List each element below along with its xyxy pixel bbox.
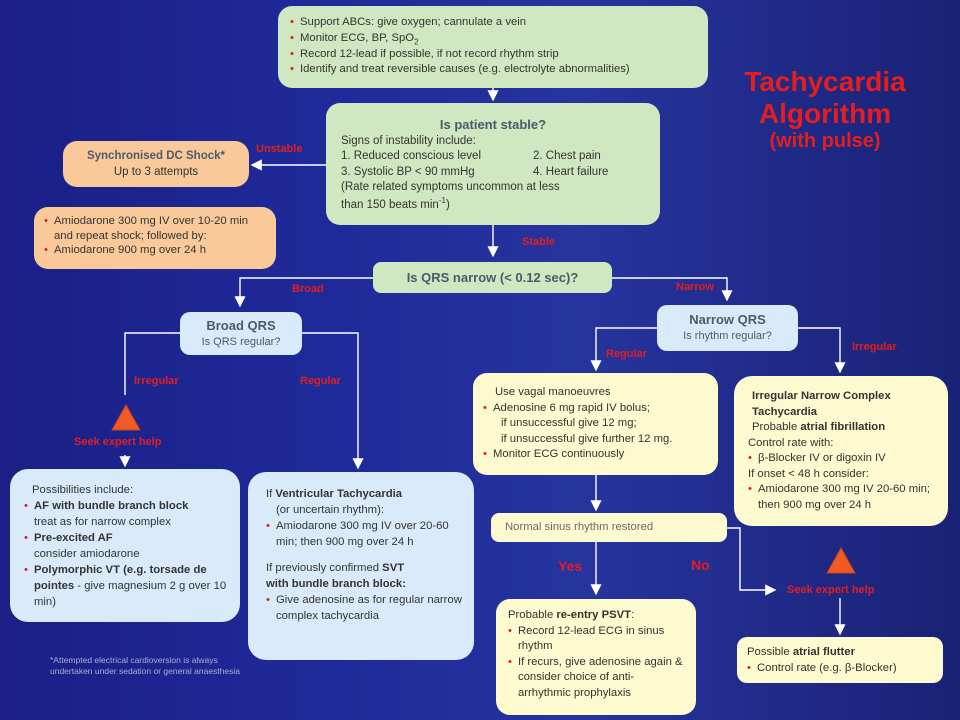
atrial-flutter-box: Possible atrial flutter Control rate (e.… [737,637,943,683]
monitor-ecg-item: Monitor ECG continuously [483,447,710,463]
sinus-rhythm-text: Normal sinus rhythm restored [505,521,654,533]
psvt-recurs-item: If recurs, give adenosine again & consid… [508,655,686,702]
title-line-1: Tachycardia [744,66,906,97]
narrow-qrs-title: Narrow QRS [689,312,766,327]
title-line-2: Algorithm [758,98,892,130]
label-narrow: Narrow [676,281,714,293]
initial-actions-box: Support ABCs: give oxygen; cannulate a v… [278,6,708,88]
patient-stable-title: Is patient stable? [439,117,547,132]
dc-shock-title: Synchronised DC Shock* [86,150,226,162]
psvt-heading: Probable re-entry PSVT: [508,609,635,621]
vagal-manoeuvres: Use vagal manoeuvres [495,386,611,398]
narrow-qrs-box: Narrow QRS Is rhythm regular? [657,305,798,351]
label-broad: Broad [292,283,324,295]
broad-qrs-box: Broad QRS Is QRS regular? [180,312,302,355]
instability-note-2: than 150 beats min-1) [341,195,450,211]
flutter-heading: Possible atrial flutter [747,646,855,658]
label-unstable: Unstable [256,143,303,155]
warning-triangle-icon [111,404,141,431]
qrs-narrow-box: Is QRS narrow (< 0.12 sec)? [373,262,612,293]
onset-consider: If onset < 48 h consider: [748,467,869,480]
regular-narrow-vagal-box: Use vagal manoeuvres Adenosine 6 mg rapi… [473,373,718,475]
title-line-3: (with pulse) [769,130,881,153]
action-item: Support ABCs: give oxygen; cannulate a v… [290,15,696,31]
label-irregular-broad: Irregular [134,375,179,387]
action-item: Monitor ECG, BP, SpO2 [290,31,696,47]
amiodarone-item: Amiodarone 300 mg IV over 10-20 min and … [44,214,266,243]
label-regular-narrow: Regular [606,348,647,360]
instability-intro: Signs of instability include: [341,134,476,147]
amiodarone-box: Amiodarone 300 mg IV over 10-20 min and … [34,207,276,269]
qrs-narrow-question: Is QRS narrow (< 0.12 sec)? [406,270,579,285]
broad-irregular-possibilities-box: Possibilities include: AF with bundle br… [10,469,240,622]
label-stable: Stable [522,236,556,248]
warning-triangle-icon [826,547,856,574]
footnote: *Attempted electrical cardioversion is a… [50,655,240,677]
instability-note-1: (Rate related symptoms uncommon at less [341,181,560,194]
broad-regular-vt-box: If Ventricular Tachycardia (or uncertain… [248,472,474,660]
narrow-qrs-sub: Is rhythm regular? [683,329,772,342]
patient-stable-box: Is patient stable? Signs of instability … [326,103,660,225]
possibility-item: Polymorphic VT (e.g. torsade de pointes … [24,562,228,610]
psvt-ecg-item: Record 12-lead ECG in sinus rhythm [508,624,686,655]
broad-qrs-sub: Is QRS regular? [201,335,281,348]
adenosine-item: Adenosine 6 mg rapid IV bolus; if unsucc… [483,401,710,448]
sinus-rhythm-restored-box: Normal sinus rhythm restored [491,513,727,542]
label-regular-broad: Regular [300,375,341,387]
vt-heading: If Ventricular Tachycardia [266,488,403,500]
beta-blocker-item: β-Blocker IV or digoxin IV [748,451,938,467]
dc-shock-sub: Up to 3 attempts [113,165,199,178]
af-amiodarone-item: Amiodarone 300 mg IV 20-60 min; then 900… [748,482,938,513]
flutter-control-item: Control rate (e.g. β-Blocker) [747,661,933,677]
action-item: Record 12-lead if possible, if not recor… [290,47,696,63]
vt-amiodarone-item: Amiodarone 300 mg IV over 20-60 min; the… [266,518,462,550]
seek-expert-help-left: Seek expert help [74,436,162,448]
seek-expert-help-right: Seek expert help [787,584,875,596]
label-no: No [691,557,710,573]
label-irregular-narrow: Irregular [852,341,897,353]
broad-qrs-title: Broad QRS [206,318,276,333]
re-entry-psvt-box: Probable re-entry PSVT: Record 12-lead E… [496,599,696,715]
vt-uncertain: (or uncertain rhythm): [276,504,384,517]
dc-shock-box: Synchronised DC Shock* Up to 3 attempts [63,141,249,187]
action-item: Identify and treat reversible causes (e.… [290,62,696,78]
label-yes: Yes [558,558,583,574]
probable-af: Probable atrial fibrillation [752,421,886,434]
algorithm-title: Tachycardia Algorithm (with pulse) [700,66,950,153]
possibilities-intro: Possibilities include: [32,484,134,496]
amiodarone-item: Amiodarone 900 mg over 24 h [44,243,266,258]
control-rate: Control rate with: [748,436,834,449]
svt-adenosine-item: Give adenosine as for regular narrow com… [266,592,462,624]
